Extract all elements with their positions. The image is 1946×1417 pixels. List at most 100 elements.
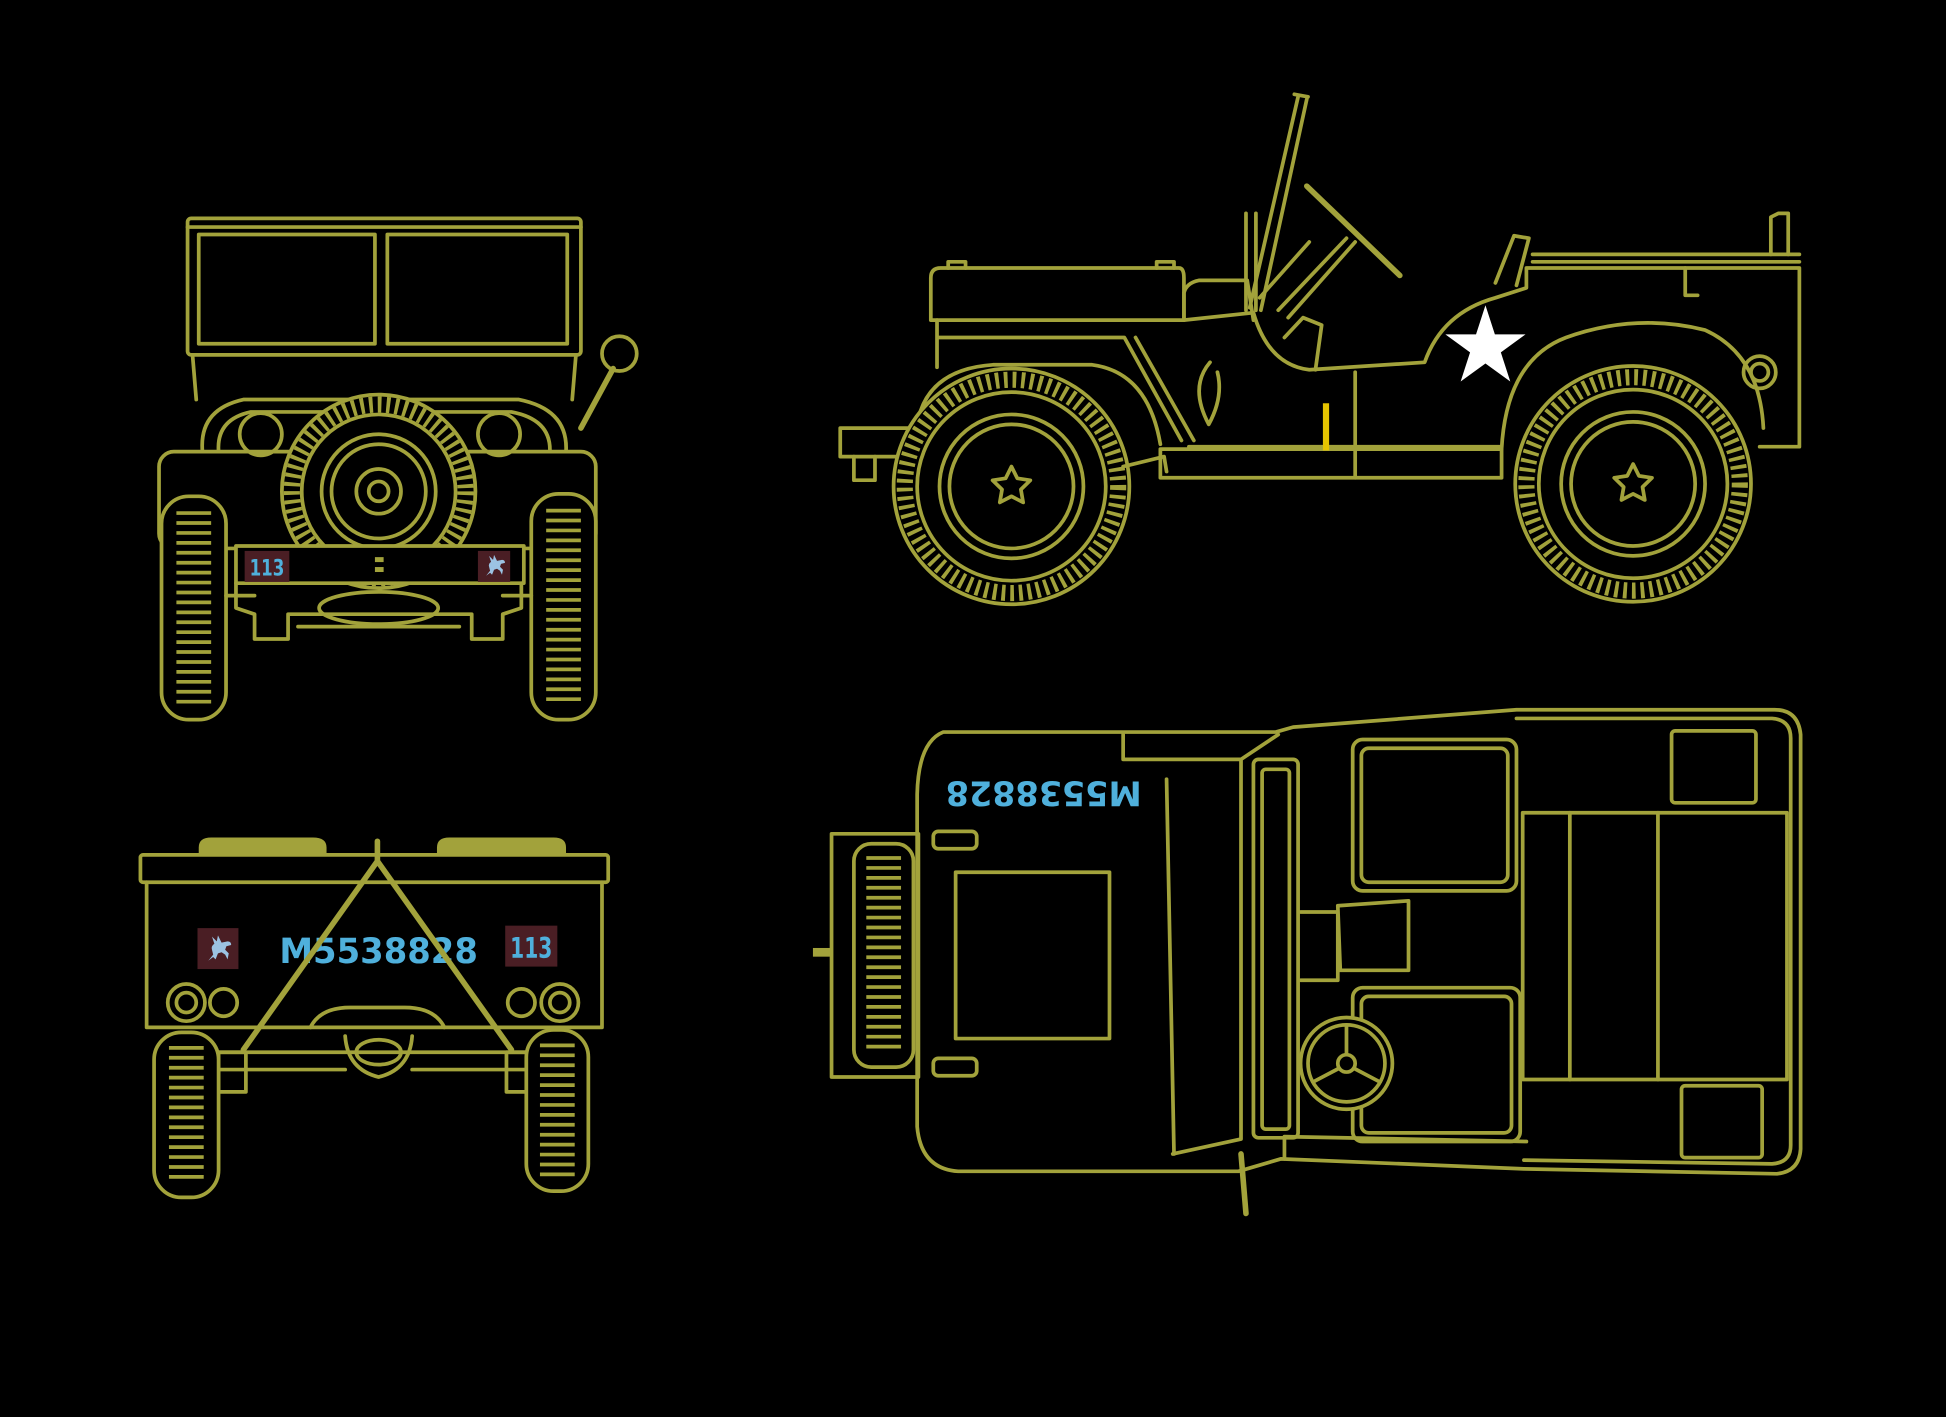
spare-tire-tread: [283, 396, 474, 587]
body-outline: [1182, 266, 1802, 449]
windshield-inner: [1260, 767, 1292, 1131]
seats-and-top: [1282, 211, 1802, 372]
tire-outline: [529, 491, 598, 722]
tail-light-right: [476, 411, 522, 458]
windshield-frame: [1251, 757, 1300, 1140]
side-rear-wheel: [1513, 364, 1753, 604]
body-shoulder: [200, 397, 568, 454]
fender-top: [935, 318, 1184, 443]
unit-plate: [505, 925, 558, 967]
gear-console: [1298, 898, 1411, 983]
body-outline: [915, 707, 1803, 1176]
top-frame: [185, 216, 583, 357]
rear-compartment: [1282, 728, 1789, 1161]
front-wheel-right: [524, 1028, 591, 1194]
front-unit-number: 113: [510, 932, 552, 965]
windshield-brace: [1257, 240, 1312, 300]
steering-wheel-rim: [1298, 1015, 1395, 1112]
tire-tread: [896, 371, 1127, 602]
body-shoulder-inner: [216, 410, 552, 454]
bumper-outline: [829, 831, 921, 1079]
front-bumper: [812, 831, 921, 1079]
tire-tread: [1518, 369, 1748, 599]
hood-clip-top: [931, 829, 979, 851]
spare-rim-inner: [329, 442, 428, 541]
rim-inner: [1569, 420, 1698, 548]
hood-clip-bottom: [931, 1056, 979, 1078]
tail-light-lens: [1749, 361, 1771, 383]
rear-fender-line: [1282, 1134, 1529, 1161]
windshield-post: [1244, 211, 1258, 313]
headlight-right-lens: [548, 990, 572, 1015]
top-view: M5538828: [812, 707, 1803, 1217]
center-mark-top: [374, 557, 384, 563]
front-body-panel: [144, 880, 604, 1030]
spare-hub-cap: [366, 479, 391, 504]
rear-tub-rim: [1514, 716, 1793, 1166]
windshield-frame: [138, 853, 611, 885]
front-chassis: [216, 1005, 536, 1094]
rear-dividers: [1567, 810, 1660, 1082]
front-view: M5538828 113: [138, 837, 611, 1200]
steering-wheel-spokes: [1311, 1023, 1382, 1084]
folded-top: [185, 216, 583, 402]
wire-cutter-frame: [240, 838, 515, 1053]
passenger-seat-cushion: [1359, 746, 1510, 885]
plate-left: [244, 550, 290, 582]
axle-links: [224, 593, 534, 629]
driver-seat: [1282, 315, 1324, 372]
rear-box-top: [1669, 728, 1758, 805]
steering-column: [1276, 236, 1358, 320]
center-mark-bottom: [374, 567, 384, 573]
spare-hub: [354, 467, 403, 516]
headlights: [165, 982, 581, 1024]
cowl: [1182, 278, 1256, 322]
rear-box-bottom: [1679, 1083, 1765, 1160]
windshield-pad-left: [198, 837, 327, 857]
rim: [1559, 410, 1707, 558]
blackout-light-right: [505, 987, 537, 1019]
star-icon: [1445, 305, 1526, 382]
rim: [937, 412, 1086, 561]
body-lower: [1187, 370, 1504, 480]
bumper-bracket: [852, 454, 877, 483]
yellow-stripe: [1322, 403, 1330, 451]
tire-outline: [524, 1028, 591, 1194]
passenger-seat: [1350, 737, 1519, 893]
headlight-right: [539, 982, 581, 1024]
side-view: [838, 92, 1802, 607]
spring-left: [216, 1050, 248, 1094]
rear-wheel-right: [529, 491, 598, 722]
fender-edge: [1133, 335, 1196, 443]
rear-seat-back: [1493, 233, 1531, 288]
rear-chassis: [224, 581, 534, 641]
fender-arch: [914, 362, 1163, 447]
running-board: [1158, 447, 1504, 480]
steering-wheel: [1276, 183, 1403, 320]
antenna-mount: [600, 334, 639, 373]
side-mirror-stalk: [1238, 1151, 1249, 1217]
rear-floor: [1520, 810, 1789, 1082]
body-side: [1158, 266, 1802, 480]
hood-latches: [946, 259, 1176, 270]
cowl: [1121, 732, 1281, 1156]
top-steering-wheel: [1298, 1015, 1395, 1112]
splash-shield: [1197, 360, 1222, 427]
axle-shackle: [1121, 454, 1169, 474]
rim-inner: [947, 422, 1076, 551]
hub: [990, 464, 1033, 505]
tire-sidewall: [1536, 387, 1730, 581]
antenna-mast: [578, 365, 616, 431]
hood-registration: M5538828: [946, 774, 1142, 813]
folded-top-rails: [1530, 252, 1802, 264]
differential: [343, 1034, 415, 1079]
front-fender: [914, 318, 1196, 447]
tail-light-left: [237, 411, 284, 458]
hood-side-edge: [1164, 777, 1176, 1156]
grille-base: [308, 1005, 447, 1030]
bumper-grille: [852, 841, 916, 1069]
hood-panel: [953, 870, 1112, 1041]
side-front-wheel: [891, 366, 1132, 607]
rear-bumper: 113: [234, 544, 526, 586]
